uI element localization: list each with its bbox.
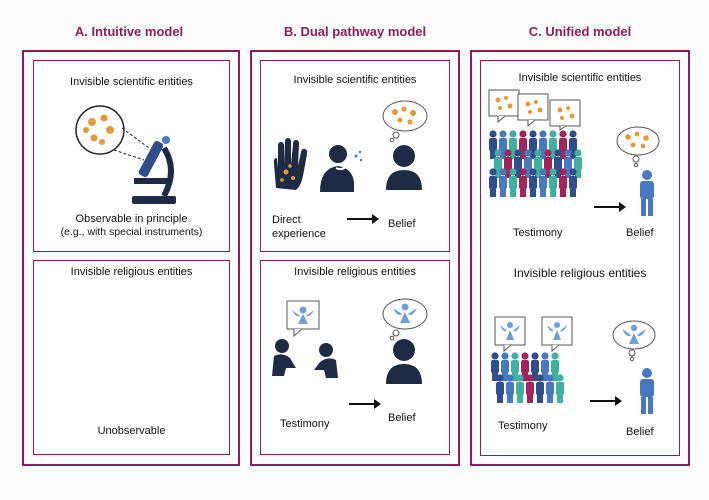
crowd-person-figure: [519, 168, 527, 197]
crowd-person-figure: [536, 374, 544, 403]
germ-icon: [625, 131, 649, 149]
crowd-person-figure: [559, 130, 567, 159]
person-icon: [640, 170, 654, 216]
crowd-person-figure: [539, 168, 547, 197]
crowd-person-figure: [509, 130, 517, 159]
crowd-person-figure: [491, 352, 499, 381]
dual-pathway-model-frame: [250, 50, 460, 466]
thought-bubble-icon: [382, 298, 428, 341]
crowd-person-figure: [549, 130, 557, 159]
hand-icon: [273, 138, 308, 190]
crowd-person-figure: [554, 149, 562, 178]
intuitive-science-panel: [33, 60, 230, 252]
crowd-icon: [489, 130, 582, 197]
person-icon: [386, 145, 422, 190]
dual-religion-source: Testimony: [280, 418, 330, 430]
crowd-person-figure: [499, 130, 507, 159]
crowd-person-figure: [559, 168, 567, 197]
crowd-person-figure: [544, 149, 552, 178]
crowd-icon: [491, 352, 564, 403]
dual-religion-target: Belief: [388, 412, 416, 424]
angel-icon: [500, 322, 567, 340]
crowd-person-figure: [526, 374, 534, 403]
crowd-person-figure: [534, 149, 542, 178]
crowd-person-figure: [506, 374, 514, 403]
crowd-person-figure: [569, 130, 577, 159]
crowd-person-figure: [569, 168, 577, 197]
unified-science-heading: Invisible scientific entities: [518, 72, 642, 84]
crowd-person-figure: [514, 149, 522, 178]
sneezing-person-icon: [320, 145, 363, 192]
unified-religion-arrow: [590, 396, 622, 406]
crowd-person-figure: [521, 352, 529, 381]
germ-icon: [495, 96, 575, 120]
unified-religion-heading: Invisible religious entities: [513, 266, 647, 280]
crowd-person-figure: [564, 149, 572, 178]
intuitive-science-caption-1: Observable in principle: [75, 213, 188, 225]
angel-icon: [393, 303, 417, 323]
crowd-person-figure: [531, 352, 539, 381]
dual-religion-heading: Invisible religious entities: [294, 266, 416, 278]
crowd-person-figure: [489, 168, 497, 197]
thought-bubble-icon: [616, 126, 660, 168]
dual-science-source-2: experience: [272, 228, 326, 240]
person-icon: [640, 368, 654, 414]
column-title-unified: C. Unified model: [528, 24, 632, 39]
crowd-person-figure: [549, 168, 557, 197]
person-icon: [386, 339, 422, 384]
crowd-person-figure: [529, 168, 537, 197]
speech-bubble-icon: [488, 89, 581, 131]
crowd-person-figure: [496, 374, 504, 403]
dual-science-heading: Invisible scientific entities: [293, 74, 417, 86]
angel-icon: [622, 324, 646, 344]
unified-science-source: Testimony: [513, 227, 563, 239]
crowd-person-figure: [574, 149, 582, 178]
speech-bubble-icon: [494, 316, 573, 353]
crowd-person-figure: [509, 168, 517, 197]
column-title-intuitive: A. Intuitive model: [74, 24, 184, 39]
dual-science-target: Belief: [388, 218, 416, 230]
crowd-person-figure: [529, 130, 537, 159]
intuitive-religion-heading: Invisible religious entities: [70, 266, 193, 278]
crowd-person-figure: [524, 149, 532, 178]
crowd-person-figure: [499, 168, 507, 197]
dual-religion-arrow: [349, 399, 381, 409]
unified-science-arrow: [594, 202, 626, 212]
unified-model-frame: [470, 50, 690, 466]
germ-icon: [83, 114, 114, 145]
microscope-icon: [75, 105, 176, 204]
intuitive-model-frame: [22, 50, 240, 466]
unified-science-target: Belief: [626, 227, 654, 239]
unified-religion-target: Belief: [626, 426, 654, 438]
crowd-person-figure: [551, 352, 559, 381]
seated-people-icon: [272, 339, 338, 378]
dual-science-arrow: [347, 214, 379, 224]
thought-bubble-icon: [382, 100, 428, 143]
crowd-person-figure: [516, 374, 524, 403]
crowd-person-figure: [556, 374, 564, 403]
dual-religion-panel: [260, 260, 450, 455]
intuitive-religion-caption: Unobservable: [97, 425, 166, 437]
crowd-person-figure: [519, 130, 527, 159]
germ-icon: [392, 106, 416, 125]
crowd-person-figure: [494, 149, 502, 178]
column-title-dual-pathway: B. Dual pathway model: [283, 24, 427, 39]
intuitive-science-caption-2: (e.g., with special instruments): [60, 226, 203, 238]
crowd-person-figure: [501, 352, 509, 381]
crowd-person-figure: [541, 352, 549, 381]
intuitive-religion-panel: [33, 260, 230, 455]
unified-religion-source: Testimony: [498, 420, 548, 432]
dual-science-source-1: Direct: [272, 214, 301, 226]
crowd-person-figure: [546, 374, 554, 403]
angel-icon: [292, 306, 314, 324]
crowd-person-figure: [489, 130, 497, 159]
crowd-person-figure: [539, 130, 547, 159]
intuitive-science-heading: Invisible scientific entities: [70, 76, 193, 88]
crowd-person-figure: [511, 352, 519, 381]
crowd-person-figure: [504, 149, 512, 178]
speech-bubble-icon: [286, 300, 320, 338]
thought-bubble-icon: [612, 320, 656, 362]
